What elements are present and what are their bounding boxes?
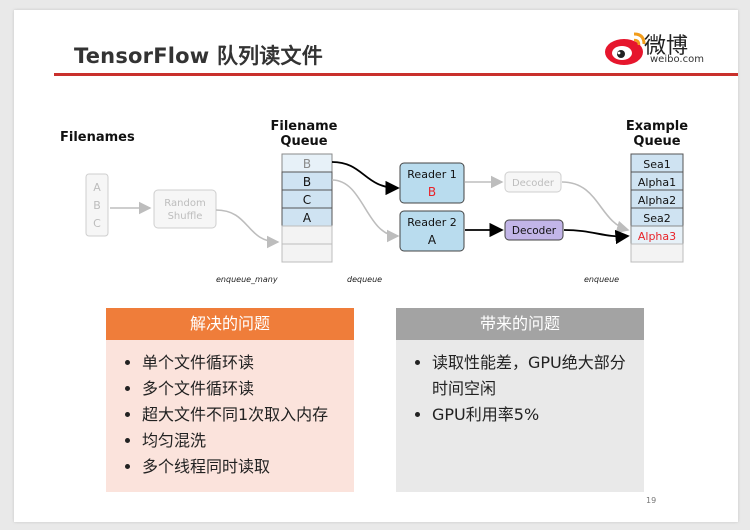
example-queue-title-1: Example bbox=[626, 119, 688, 134]
slide-title: TensorFlow 队列读文件 bbox=[74, 44, 323, 68]
example-queue-empty-slot bbox=[630, 243, 684, 263]
decoder-2-label: Decoder bbox=[512, 225, 557, 237]
solved-problems-heading: 解决的问题 bbox=[106, 308, 354, 340]
example-queue-title-2: Queue bbox=[633, 134, 680, 149]
filename-queue-title-1: Filename bbox=[271, 119, 338, 134]
list-item: 单个文件循环读 bbox=[142, 350, 340, 376]
dequeue-label: dequeue bbox=[347, 275, 382, 284]
reader-1-label: Reader 1 bbox=[407, 168, 456, 181]
filenames-label: Filenames bbox=[60, 130, 135, 145]
reader-2-box bbox=[399, 210, 465, 252]
filenames-box bbox=[85, 173, 109, 237]
introduced-problems-body: 读取性能差，GPU绝大部分时间空闲 GPU利用率5% bbox=[396, 340, 644, 492]
solved-problems-list: 单个文件循环读 多个文件循环读 超大文件不同1次取入内存 均匀混洗 多个线程同时… bbox=[120, 350, 340, 480]
weibo-logo-name: 微博 bbox=[644, 34, 689, 59]
example-queue-item: Sea1 bbox=[643, 158, 671, 171]
filename-queue-empty-slot bbox=[281, 225, 333, 245]
arrow-to-filename-queue bbox=[215, 209, 280, 249]
arrow-to-reader-2 bbox=[331, 179, 400, 243]
filename-queue-empty-slot bbox=[281, 243, 333, 263]
solved-problems-body: 单个文件循环读 多个文件循环读 超大文件不同1次取入内存 均匀混洗 多个线程同时… bbox=[106, 340, 354, 492]
introduced-problems-list: 读取性能差，GPU绝大部分时间空闲 GPU利用率5% bbox=[410, 350, 630, 428]
filename-queue-item: C bbox=[303, 193, 311, 207]
filename-item: C bbox=[93, 217, 101, 230]
filename-queue-item: B bbox=[303, 175, 311, 189]
reader-2-label: Reader 2 bbox=[407, 216, 456, 229]
shuffle-label-1: Random bbox=[164, 198, 205, 209]
example-queue-item: Alpha2 bbox=[638, 194, 676, 207]
slide: TensorFlow 队列读文件 微博 weibo.com Filenames … bbox=[14, 10, 738, 522]
queue-diagram: Filenames A B C Random Shuffle Filename … bbox=[60, 119, 688, 284]
list-item: 读取性能差，GPU绝大部分时间空闲 bbox=[432, 350, 630, 402]
arrow-decoder-2-to-example-queue bbox=[563, 229, 630, 245]
weibo-logo-icon bbox=[605, 32, 646, 65]
reader-1-value: B bbox=[428, 185, 436, 199]
solved-problems-panel: 解决的问题 单个文件循环读 多个文件循环读 超大文件不同1次取入内存 均匀混洗 … bbox=[106, 308, 354, 492]
list-item: 超大文件不同1次取入内存 bbox=[142, 402, 340, 428]
filename-queue-item: B bbox=[303, 157, 311, 171]
example-queue-item: Sea2 bbox=[643, 212, 671, 225]
list-item: 多个文件循环读 bbox=[142, 376, 340, 402]
filename-item: A bbox=[93, 181, 101, 194]
introduced-problems-panel: 带来的问题 读取性能差，GPU绝大部分时间空闲 GPU利用率5% bbox=[396, 308, 644, 492]
example-queue-item: Alpha3 bbox=[638, 230, 676, 243]
decoder-1-box bbox=[504, 171, 562, 193]
arrow-decoder-1-to-example-queue bbox=[561, 181, 630, 234]
random-shuffle-box bbox=[153, 189, 217, 229]
list-item: GPU利用率5% bbox=[432, 402, 630, 428]
arrow-to-reader-1 bbox=[331, 161, 400, 196]
title-divider bbox=[54, 73, 738, 76]
page-number: 19 bbox=[646, 496, 657, 505]
filename-queue-item: A bbox=[303, 211, 312, 225]
decoder-2-box bbox=[504, 219, 564, 241]
decoder-1-label: Decoder bbox=[512, 178, 555, 189]
enqueue-many-label: enqueue_many bbox=[216, 275, 278, 284]
filename-item: B bbox=[93, 199, 101, 212]
list-item: 均匀混洗 bbox=[142, 428, 340, 454]
reader-1-box bbox=[399, 162, 465, 204]
shuffle-label-2: Shuffle bbox=[168, 211, 203, 222]
weibo-logo-url: weibo.com bbox=[650, 54, 704, 65]
introduced-problems-heading: 带来的问题 bbox=[396, 308, 644, 340]
filename-queue-title-2: Queue bbox=[280, 134, 327, 149]
reader-2-value: A bbox=[428, 233, 437, 247]
example-queue-item: Alpha1 bbox=[638, 176, 676, 189]
list-item: 多个线程同时读取 bbox=[142, 454, 340, 480]
enqueue-label: enqueue bbox=[584, 275, 619, 284]
